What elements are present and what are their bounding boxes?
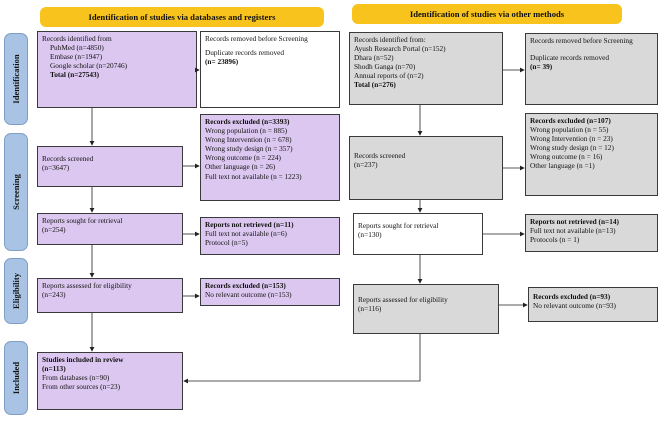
- right-reports-sought: Reports sought for retrieval (n=130): [353, 213, 483, 255]
- left-screened-title: Records screened: [42, 154, 94, 163]
- right-source: Dhara (n=52): [354, 53, 394, 63]
- phase-eligibility: Eligibility: [4, 258, 28, 324]
- left-excluded-reason: Full text not available (n = 1223): [205, 171, 302, 181]
- left-records-total: Total (n=27543): [50, 70, 100, 80]
- right-source: Annual reports of (n=2): [354, 71, 424, 81]
- left-reports-assessed: Reports assessed for eligibility (n=243): [37, 278, 183, 313]
- left-excl-elig-title: Records excluded (n=153): [205, 281, 286, 290]
- right-assessed-count: (n=116): [358, 304, 382, 314]
- right-not-retrieved-reason: Protocols (n = 1): [530, 235, 580, 245]
- arrow: [183, 334, 421, 384]
- left-reports-sought: Reports sought for retrieval (n=254): [37, 213, 183, 245]
- left-records-removed: Records removed before Screening Duplica…: [200, 31, 340, 108]
- right-not-retrieved-title: Reports not retrieved (n=14): [530, 217, 619, 226]
- left-records-screened: Records screened (n=3647): [37, 146, 183, 187]
- left-removed-title: Records removed before Screening: [205, 34, 308, 43]
- right-records-screened: Records screened (n=237): [349, 136, 503, 200]
- left-screened-count: (n=3647): [42, 163, 70, 173]
- left-excluded-reason: Other language (n = 26): [205, 162, 276, 172]
- right-records-total: Total (n=276): [354, 80, 396, 90]
- right-screened-title: Records screened: [354, 151, 406, 160]
- right-records-identified: Records identified from: Ayush Research …: [349, 32, 503, 105]
- right-excluded-reason: Wrong population (n = 55): [530, 125, 609, 135]
- left-records-identified-title: Records identified from: [42, 34, 112, 43]
- left-source: PubMed (n=4850): [50, 43, 104, 53]
- left-reports-not-retrieved: Reports not retrieved (n=11) Full text n…: [200, 217, 340, 255]
- left-excluded-title: Records excluded (n=3393): [205, 117, 290, 126]
- phase-included: Included: [4, 341, 28, 415]
- right-source: Ayush Research Portal (n=152): [354, 44, 446, 54]
- included-from-databases: From databases (n=90): [42, 373, 110, 383]
- left-assessed-count: (n=243): [42, 290, 66, 300]
- left-records-excluded-eligibility: Records excluded (n=153) No relevant out…: [200, 278, 340, 306]
- left-header: Identification of studies via databases …: [40, 7, 324, 27]
- right-records-removed: Records removed before Screening Duplica…: [525, 33, 658, 105]
- studies-included: Studies included in review (n=113) From …: [37, 352, 183, 410]
- left-source: Embase (n=1947): [50, 52, 103, 62]
- right-excluded-reason: Wrong Intervention (n = 23): [530, 134, 613, 144]
- right-assessed-title: Reports assessed for eligibility: [358, 295, 448, 304]
- right-removed-title: Records removed before Screening: [530, 36, 633, 45]
- left-excluded-reason: Wrong outcome (n = 224): [205, 153, 281, 163]
- right-records-identified-title: Records identified from:: [354, 35, 426, 44]
- right-records-excluded: Records excluded (n=107) Wrong populatio…: [525, 113, 658, 196]
- right-records-excluded-eligibility: Records excluded (n=93) No relevant outc…: [528, 287, 658, 322]
- right-excluded-reason: Other language (n =1): [530, 161, 595, 171]
- left-source: Google scholar (n=20746): [50, 61, 128, 71]
- right-reports-assessed: Reports assessed for eligibility (n=116): [353, 284, 499, 334]
- included-from-other: From other sources (n=23): [42, 382, 121, 392]
- left-excluded-reason: Wrong study design (n = 357): [205, 144, 293, 154]
- right-excluded-reason: Wrong outcome (n = 16): [530, 152, 603, 162]
- left-not-retrieved-reason: Full text not available (n=6): [205, 229, 287, 239]
- right-removed-count: (n= 39): [530, 62, 553, 72]
- right-removed-duplicates: Duplicate records removed: [530, 53, 610, 63]
- right-source: Shodh Ganga (n=70): [354, 62, 416, 72]
- right-header: Identification of studies via other meth…: [352, 4, 622, 24]
- right-sought-count: (n=130): [358, 230, 382, 240]
- included-title: Studies included in review: [42, 355, 124, 364]
- left-records-identified: Records identified from PubMed (n=4850) …: [37, 31, 197, 108]
- right-reports-not-retrieved: Reports not retrieved (n=14) Full text n…: [525, 214, 658, 252]
- left-removed-count: (n= 23896): [205, 57, 239, 67]
- left-records-excluded: Records excluded (n=3393) Wrong populati…: [200, 114, 340, 201]
- left-removed-duplicates: Duplicate records removed: [205, 48, 285, 58]
- included-count: (n=113): [42, 364, 66, 374]
- left-excluded-reason: Wrong Intervention (n = 678): [205, 135, 292, 145]
- left-not-retrieved-title: Reports not retrieved (n=11): [205, 220, 294, 229]
- left-not-retrieved-reason: Protocol (n=5): [205, 238, 248, 248]
- left-sought-count: (n=254): [42, 225, 66, 235]
- right-excluded-title: Records excluded (n=107): [530, 116, 611, 125]
- phase-identification: Identification: [4, 33, 28, 125]
- left-excl-elig-reason: No relevant outcome (n=153): [205, 290, 292, 300]
- right-excl-elig-title: Records excluded (n=93): [533, 292, 611, 301]
- left-sought-title: Reports sought for retrieval: [42, 216, 123, 225]
- right-not-retrieved-reason: Full text not available (n=13): [530, 226, 616, 236]
- left-excluded-reason: Wrong population (n = 885): [205, 126, 288, 136]
- right-sought-title: Reports sought for retrieval: [358, 221, 439, 230]
- right-screened-count: (n=237): [354, 160, 378, 170]
- right-excluded-reason: Wrong study design (n = 12): [530, 143, 614, 153]
- left-assessed-title: Reports assessed for eligibility: [42, 281, 132, 290]
- right-excl-elig-reason: No relevant outcome (n=93): [533, 301, 616, 311]
- phase-screening: Screening: [4, 133, 28, 251]
